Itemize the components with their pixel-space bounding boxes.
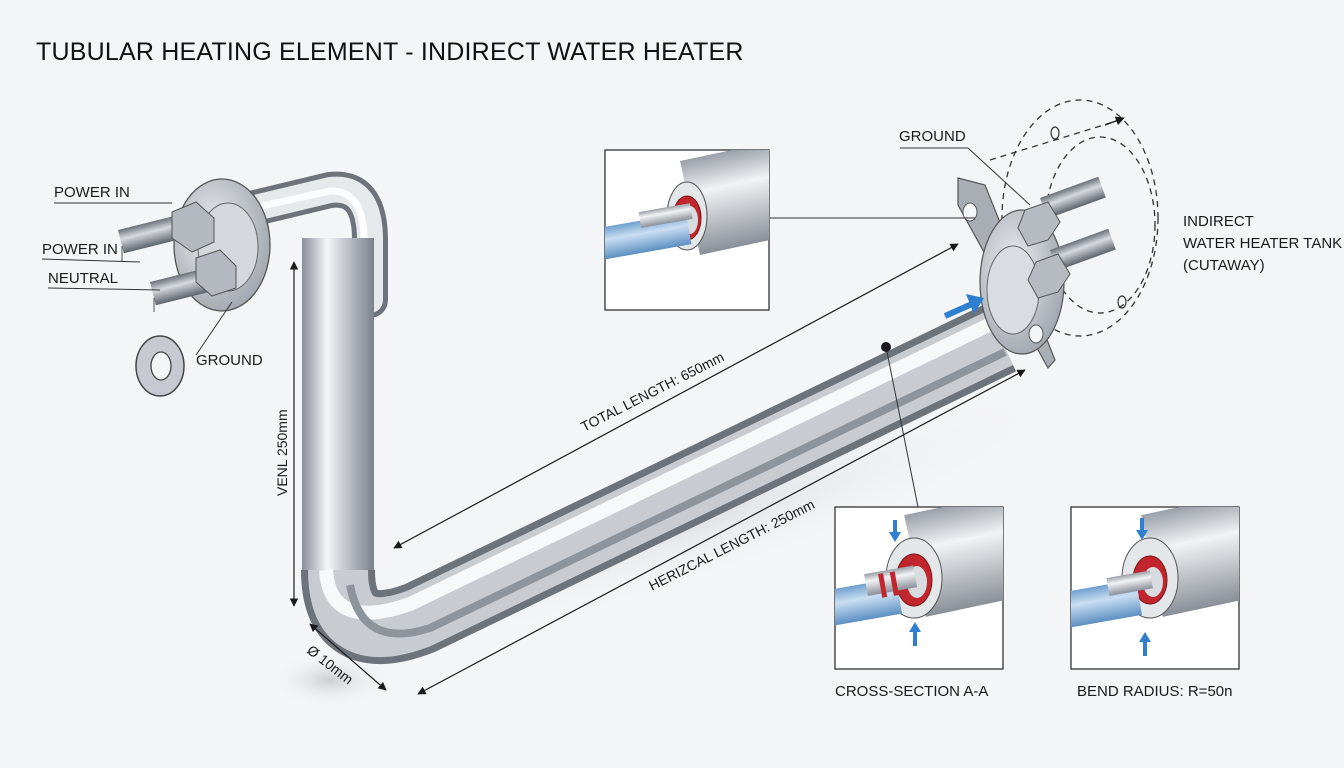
right-flange: [957, 176, 1116, 370]
label-power-in-1: POWER IN: [54, 184, 130, 201]
detail-inset-bend-radius: [1070, 506, 1240, 670]
label-ground-left: GROUND: [196, 352, 263, 369]
dimension-lines: [289, 243, 1026, 695]
label-tank-line1: INDIRECT: [1183, 213, 1254, 230]
tank-arrow: [1104, 116, 1125, 126]
tank-holes: [1050, 126, 1127, 309]
washer-icon: [135, 335, 185, 397]
label-tank-line3: (CUTAWAY): [1183, 257, 1265, 274]
detail-inset-cross-section: [834, 506, 1004, 670]
section-marker: [881, 342, 891, 352]
label-ground-right: GROUND: [899, 128, 966, 145]
page-title: TUBULAR HEATING ELEMENT - INDIRECT WATER…: [36, 38, 744, 66]
dim-vertical: VENL 250mm: [274, 409, 290, 496]
label-neutral: NEUTRAL: [48, 270, 118, 287]
dim-total-length: TOTAL LENGTH: 650mm: [578, 348, 726, 434]
left-terminal-block: [117, 178, 271, 312]
label-power-in-2: POWER IN: [42, 241, 118, 258]
caption-cross-section: CROSS-SECTION A-A: [835, 683, 988, 700]
flow-arrow-head: [966, 294, 984, 314]
label-tank-line2: WATER HEATER TANK: [1183, 235, 1342, 252]
detail-inset-top: [604, 149, 770, 311]
caption-bend-radius: BEND RADIUS: R=50n: [1077, 683, 1232, 700]
